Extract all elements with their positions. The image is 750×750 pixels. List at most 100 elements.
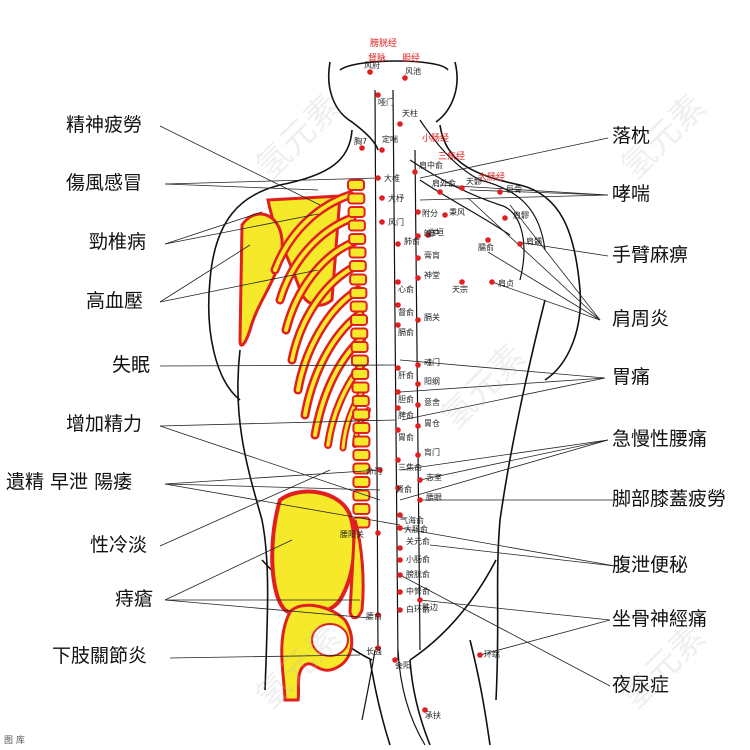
acupoint-dot: [375, 612, 381, 618]
acupoint-label: 肩髎: [513, 210, 529, 220]
acupoint-dot: [425, 232, 431, 238]
acupoint-dot: [459, 279, 465, 285]
acupoint-dot: [397, 545, 403, 551]
acupoint-dot: [415, 233, 421, 239]
acupoint-dot: [397, 589, 403, 595]
acupoint-label: 肾俞: [396, 484, 412, 494]
vertebra: [352, 449, 371, 461]
acupoint-label: 脾俞: [398, 410, 414, 420]
acupoint-dot: [379, 195, 385, 201]
acupoint-label: 三焦俞: [398, 462, 422, 472]
label-hemorrhoids: 痔瘡: [115, 588, 154, 610]
acupoint-dot: [397, 572, 403, 578]
acupoint-dot: [412, 169, 418, 175]
acupoint-dot: [392, 657, 398, 663]
label-cervical-spondylosis: 勁椎病: [89, 231, 147, 253]
footer-mark: 图 库: [4, 736, 25, 746]
acupoint-label: 胃俞: [398, 432, 414, 442]
acupoint-label: 胸7: [354, 136, 367, 146]
acupoint-label: 曲垣: [428, 227, 444, 237]
acupoint-label: 膀胱俞: [406, 569, 430, 579]
acupoint-label: 风池: [405, 66, 421, 76]
acupoint-dot: [395, 405, 401, 411]
acupoint-dot: [397, 557, 403, 563]
label-sexual-dysfunction: 遺精 早泄 陽痿: [6, 471, 133, 493]
acupoint-label: 心俞: [398, 284, 414, 294]
acupoint-label: 承扶: [425, 710, 441, 720]
acupoint-label: 风门: [388, 217, 404, 227]
acupoint-label: 肩外俞: [432, 178, 456, 188]
acupoint-label: 中膂俞: [406, 586, 430, 596]
meridian-label-large-intestine: 大肠经: [478, 173, 506, 183]
vertebra: [347, 179, 365, 191]
acupoint-dot: [415, 362, 421, 368]
acupoint-dot: [415, 402, 421, 408]
vertebra: [349, 300, 368, 313]
acupoint-dot: [395, 322, 401, 328]
acupoint-label: 小肠俞: [406, 554, 430, 564]
acupoint-label: 定喘: [382, 134, 398, 144]
acupoint-label: 胃仓: [424, 418, 440, 428]
label-insomnia: 失眠: [112, 354, 151, 376]
acupoint-dot: [459, 185, 465, 191]
acupoint-dot: [397, 121, 403, 127]
label-stomachache: 胃痛: [612, 366, 651, 388]
label-frozen-shoulder: 肩周炎: [612, 308, 670, 330]
acupoint-label: 志室: [426, 472, 442, 482]
acupoint-label: 大椎: [384, 173, 400, 183]
acupoint-dot: [379, 147, 385, 153]
acupoint-label: 天柱: [402, 108, 418, 118]
acupoint-dot: [415, 255, 421, 261]
acupoint-label: 附分: [422, 208, 438, 218]
label-asthma: 哮喘: [612, 183, 651, 205]
vertebra: [352, 489, 371, 502]
acupoint-dot: [377, 467, 383, 473]
label-sciatica: 坐骨神經痛: [612, 608, 708, 630]
acupoint-dot: [395, 457, 401, 463]
acupoint-dot: [417, 497, 423, 503]
acupoint-label: 督俞: [398, 307, 414, 317]
acupoint-dot: [395, 389, 401, 395]
vertebra: [351, 395, 370, 407]
label-boost-energy: 增加精力: [66, 413, 143, 435]
acupoint-label: 腰俞: [366, 611, 382, 621]
acupoint-label: 腰眼: [426, 493, 442, 502]
vertebra: [351, 381, 370, 394]
spine: [347, 179, 371, 529]
acupoint-dot: [395, 279, 401, 285]
acupoint-dot: [497, 189, 503, 195]
acupoint-dot: [395, 241, 401, 247]
meridian-label-bladder: 膀胱经: [370, 39, 398, 49]
meridian-label-du: 督脉: [368, 54, 387, 64]
acupoint-dot: [379, 219, 385, 225]
acupoint-label: 肝俞: [398, 370, 414, 380]
acupoint-dot: [375, 530, 381, 536]
label-back-pain: 急慢性腰痛: [612, 428, 708, 450]
acupoint-dot: [489, 279, 495, 285]
acupoint-label: 长强: [366, 646, 382, 656]
vertebra: [352, 435, 371, 448]
vertebra: [349, 287, 368, 299]
label-knee-fatigue: 脚部膝蓋疲勞: [612, 488, 727, 510]
acupoint-label: 环跳: [484, 649, 500, 659]
vertebra: [348, 260, 367, 272]
acupoint-dot: [415, 209, 421, 215]
acupoint-label: 肩髃: [526, 236, 542, 246]
label-lower-limb-arthritis: 下肢關節炎: [52, 645, 148, 667]
meridian-label-gallbladder: 胆经: [402, 54, 421, 64]
acupoint-dot: [395, 485, 401, 491]
acupoint-dot: [359, 145, 365, 151]
acupoint-label: 膈关: [424, 312, 440, 322]
acupoint-label: 气海俞: [400, 515, 424, 525]
acupoint-label: 白环俞: [406, 604, 430, 614]
acupoint-label: 阳纲: [424, 376, 440, 386]
label-cold-flu: 傷風感冒: [66, 172, 143, 194]
acupoint-dot: [477, 652, 483, 658]
acupoint-label: 膏肓: [424, 250, 440, 260]
acupoint-label: 巨骨: [506, 185, 522, 194]
label-frigidity: 性冷淡: [90, 534, 148, 556]
acupoint-dot: [375, 645, 381, 651]
acupoint-dot: [402, 75, 408, 81]
label-arm-numbness: 手臂麻痹: [612, 244, 689, 266]
